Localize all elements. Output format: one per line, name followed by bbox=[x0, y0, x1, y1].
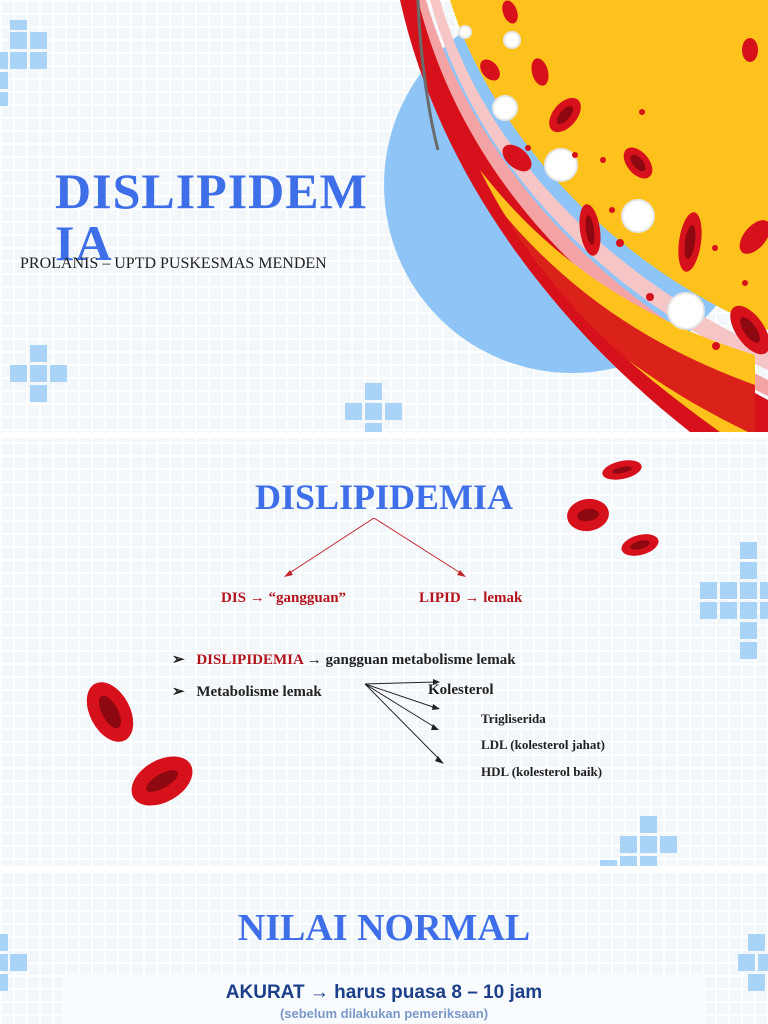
plus-icon-bottom-left bbox=[0, 934, 27, 991]
lipid-item-1: Kolesterol bbox=[428, 682, 494, 698]
bullet-text: gangguan metabolisme lemak bbox=[325, 652, 516, 668]
plus-icon-bottom-right bbox=[600, 816, 677, 866]
slide-divider bbox=[0, 866, 768, 872]
lipid-item-2: Trigliserida bbox=[481, 711, 546, 726]
fasting-requirement: AKURAT → harus puasa 8 – 10 jam bbox=[225, 982, 543, 1003]
slide-title: DISLIPIDEMIA PROLANIS – UPTD PUSKESMAS M… bbox=[0, 0, 768, 432]
plus-pattern-right bbox=[700, 542, 768, 659]
bullet-text: Metabolisme lemak bbox=[196, 684, 322, 700]
blood-cells-left bbox=[86, 682, 193, 806]
bullet-definition: ➢ DISLIPIDEMIA → gangguan metabolisme le… bbox=[172, 650, 516, 669]
bullet-metabolism: ➢ Metabolisme lemak bbox=[172, 682, 322, 701]
plus-icon-center bbox=[345, 383, 402, 432]
bullet-term: DISLIPIDEMIA bbox=[196, 652, 304, 668]
arrow-icon: → bbox=[464, 590, 480, 606]
lipid-term: LIPID bbox=[419, 590, 461, 606]
slide-divider bbox=[0, 432, 768, 438]
lipid-item-4: HDL (kolesterol baik) bbox=[481, 764, 603, 779]
dis-definition: DIS → “gangguan” bbox=[221, 590, 346, 607]
page-subtitle: PROLANIS – UPTD PUSKESMAS MENDEN bbox=[20, 255, 327, 272]
bullet-arrow-icon: ➢ bbox=[172, 652, 185, 668]
blood-vessel-illustration bbox=[384, 0, 768, 432]
bullet-arrow-icon: ➢ bbox=[172, 684, 185, 700]
lipid-arrows bbox=[364, 679, 444, 764]
fasting-note-box: AKURAT → harus puasa 8 – 10 jam (sebelum… bbox=[62, 974, 706, 1024]
blood-cells-top-right bbox=[567, 460, 659, 556]
dis-meaning: “gangguan” bbox=[268, 590, 347, 606]
slide-normal-values: NILAI NORMAL AKURAT → harus puasa 8 – 10… bbox=[0, 876, 768, 1024]
section-title: DISLIPIDEMIA bbox=[254, 477, 514, 517]
normal-values-title: NILAI NORMAL bbox=[237, 907, 531, 949]
split-arrows bbox=[284, 518, 466, 577]
page-title: DISLIPIDEMIA bbox=[55, 163, 368, 271]
dis-term: DIS bbox=[221, 590, 247, 606]
plus-pattern-top-left bbox=[0, 20, 47, 106]
slide-definition: DISLIPIDEMIA DIS → “gangguan” LIPID → le… bbox=[0, 438, 768, 866]
lipid-meaning: lemak bbox=[483, 590, 523, 606]
plus-icon-bottom-right bbox=[738, 934, 768, 991]
lipid-definition: LIPID → lemak bbox=[419, 590, 522, 607]
fasting-note: (sebelum dilakukan pemeriksaan) bbox=[279, 1006, 489, 1021]
lipid-item-3: LDL (kolesterol jahat) bbox=[481, 737, 605, 752]
plus-icon-left bbox=[10, 345, 67, 402]
arrow-icon: → bbox=[306, 652, 322, 668]
arrow-icon: → bbox=[249, 590, 265, 606]
